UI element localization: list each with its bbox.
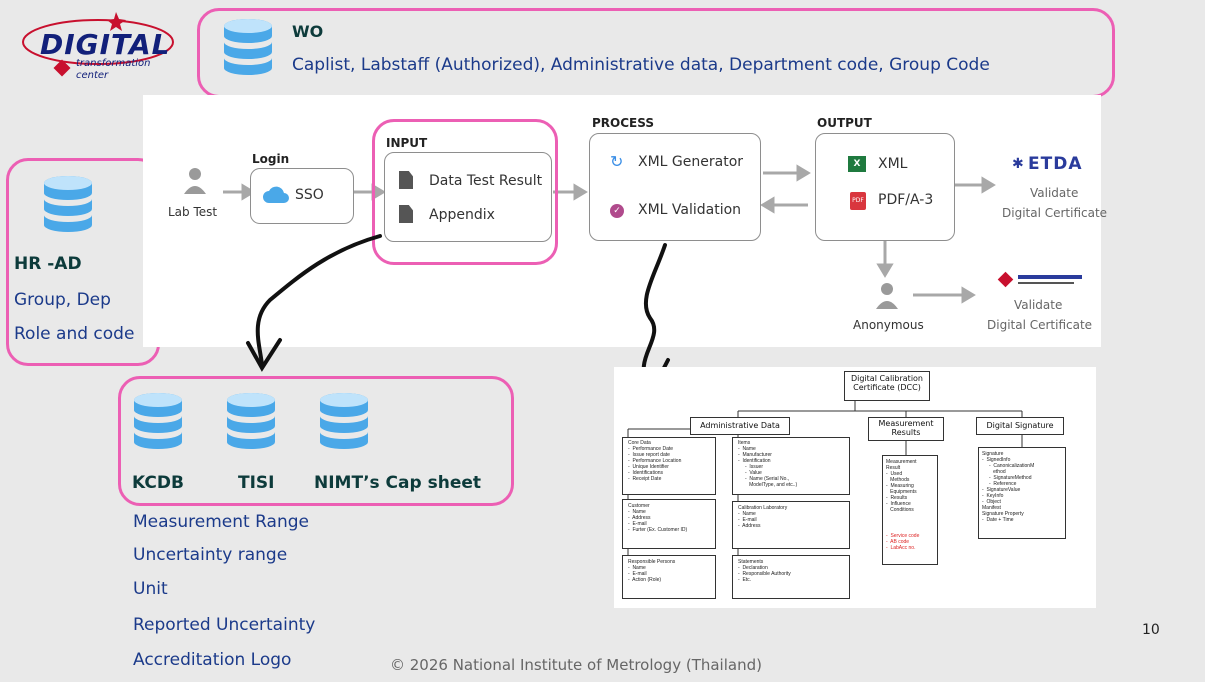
excel-icon: X [848, 156, 866, 172]
output-card: X XML PDF PDF/A-3 [815, 133, 955, 241]
dcc-results-box: Measurement Results [868, 417, 944, 441]
logo-main-text: DIGITAL [40, 28, 171, 61]
document-icon [399, 171, 413, 189]
anonymous-label: Anonymous [853, 318, 924, 332]
dcc-responsible-text: Responsible Persons - Name - E-mail - Ac… [628, 559, 676, 583]
sso-card[interactable]: SSO [250, 168, 354, 224]
dcc-responsible-box [622, 555, 716, 599]
nimt-logo [997, 271, 1084, 288]
hr-line-2: Role and code [14, 324, 135, 344]
nimt-database-icon [320, 393, 368, 449]
dcc-root-box: Digital Calibration Certificate (DCC) [844, 371, 930, 401]
measurement-item: Reported Uncertainty [133, 615, 316, 635]
input-card: Data Test Result Appendix [384, 152, 552, 242]
process-card: ↻ XML Generator ✓ XML Validation [589, 133, 761, 241]
sso-label: SSO [295, 187, 324, 203]
nimt-logo-bar-2 [1018, 282, 1074, 284]
measurement-item: Measurement Range [133, 512, 309, 532]
process-item-xml-generator: XML Generator [638, 154, 744, 170]
lab-test-label: Lab Test [168, 205, 218, 219]
dcc-meas-red-text: - Service code - AB code - LabAcc no. [886, 533, 920, 551]
kcdb-database-icon [134, 393, 182, 449]
dcc-sig-detail-box [978, 447, 1066, 539]
dcc-customer-text: Customer - Name - Address - E-mail - Fur… [628, 503, 688, 533]
dcc-customer-box [622, 499, 716, 549]
page-number: 10 [1142, 622, 1160, 638]
databases-box [118, 376, 514, 506]
logo-sub-text-2: center [76, 70, 109, 81]
pdf-icon: PDF [850, 192, 866, 210]
dcc-lab-box [732, 501, 850, 549]
dcc-diagram: Digital Calibration Certificate (DCC) Ad… [614, 367, 1096, 608]
tisi-database-icon [227, 393, 275, 449]
measurement-item: Uncertainty range [133, 545, 288, 565]
etda-mark-icon: ✱ [1012, 156, 1024, 172]
input-item-data-test-result: Data Test Result [429, 173, 543, 189]
dcc-items-text: Items - Name - Manufacturer - Identifica… [738, 440, 798, 488]
nimt-digital-cert: Digital Certificate [987, 318, 1093, 332]
tisi-label: TISI [238, 473, 275, 493]
dcc-core-text: Core Data - Performance Date - Issue rep… [628, 440, 682, 482]
nimt-validate: Validate [1014, 298, 1063, 312]
lab-test-person-icon [182, 166, 208, 200]
etda-digital-cert: Digital Certificate [1002, 206, 1108, 220]
process-title: PROCESS [592, 116, 654, 130]
wo-text: Caplist, Labstaff (Authorized), Administ… [292, 55, 990, 75]
cloud-icon [263, 185, 289, 209]
nimt-cap-sheet-label: NIMT’s Cap sheet [314, 473, 482, 493]
footer-copyright: © 2026 National Institute of Metrology (… [390, 656, 762, 674]
nimt-logo-bar [1018, 275, 1082, 279]
dcc-lab-text: Calibration Laboratory - Name - E-mail -… [738, 505, 788, 529]
etda-logo: ETDA [1028, 154, 1083, 174]
measurement-item: Accreditation Logo [133, 650, 292, 670]
dcc-sig-detail-text: Signature - SignedInfo - Canonicalizatio… [982, 451, 1035, 523]
input-item-appendix: Appendix [429, 207, 495, 223]
dcc-signature-box: Digital Signature [976, 417, 1064, 435]
anonymous-person-icon [874, 282, 900, 314]
output-item-xml: XML [878, 156, 908, 172]
refresh-icon: ↻ [610, 152, 624, 171]
dcc-meas-result-text: Measurement Result - Used Methods - Meas… [886, 459, 917, 513]
wo-title: WO [292, 22, 324, 41]
kcdb-label: KCDB [132, 473, 184, 493]
input-title: INPUT [386, 136, 428, 150]
dcc-meas-result-box [882, 455, 938, 565]
dcc-items-box [732, 437, 850, 495]
check-icon: ✓ [610, 204, 624, 218]
input-highlight [372, 119, 558, 265]
logo-sub-text-1: transformation [76, 58, 151, 69]
process-item-xml-validation: XML Validation [638, 202, 742, 218]
hr-database-icon [44, 176, 92, 232]
dcc-admin-box: Administrative Data [690, 417, 790, 435]
dcc-statements-text: Statements - Declaration - Responsible A… [738, 559, 791, 583]
hr-line-1: Group, Dep [14, 290, 111, 310]
output-title: OUTPUT [817, 116, 872, 130]
wo-database-icon [224, 19, 272, 75]
login-label: Login [252, 152, 290, 166]
etda-validate: Validate [1030, 186, 1079, 200]
dcc-core-box [622, 437, 716, 495]
document-icon [399, 205, 413, 223]
dcc-statements-box [732, 555, 850, 599]
measurement-item: Unit [133, 579, 168, 599]
output-item-pdf: PDF/A-3 [878, 192, 934, 208]
hr-title: HR -AD [14, 254, 82, 274]
dtc-logo: DIGITAL transformation center [18, 10, 188, 90]
